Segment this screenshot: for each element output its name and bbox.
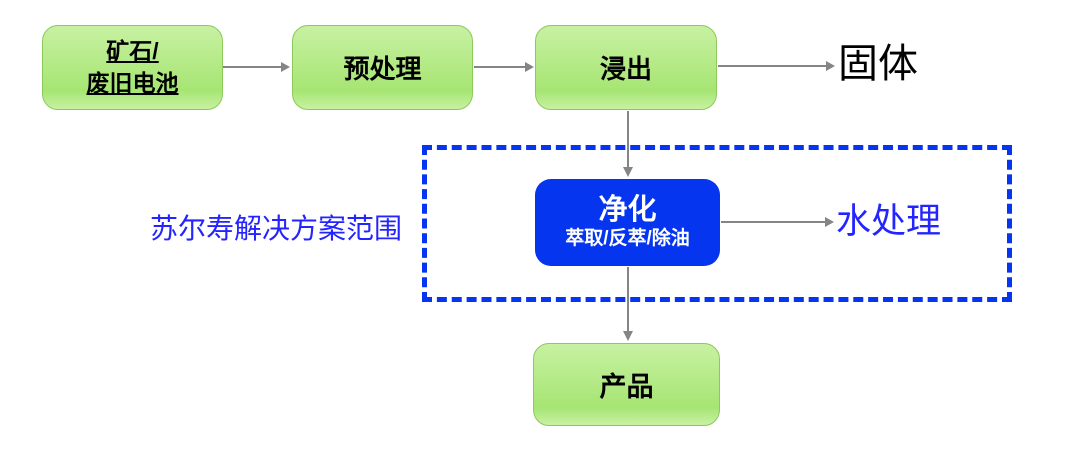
node-product-label: 产品 [599,372,654,402]
solution-scope-label: 苏尔寿解决方案范围 [150,213,403,244]
arrow-purification-to-product [623,267,633,341]
arrow-pretreatment-to-leaching [474,62,534,72]
node-leaching: 浸出 [535,25,717,110]
node-pretreatment: 预处理 [292,25,473,110]
arrow-leaching-to-purification [623,111,633,177]
node-leaching-label: 浸出 [599,54,652,84]
node-source-label-line1: 矿石/ [106,38,159,65]
node-pretreatment-label: 预处理 [343,54,422,84]
node-ore-waste-batteries: 矿石/ 废旧电池 [42,25,223,110]
node-purification-subtitle: 萃取/反萃/除油 [565,227,690,249]
arrow-source-to-pretreatment [223,62,290,72]
solution-scope-dashed-rect [422,145,1012,302]
water-treatment-output-label: 水处理 [836,202,942,241]
arrow-purification-to-water-treatment [721,217,834,227]
node-purification: 净化 萃取/反萃/除油 [535,179,720,266]
solid-output-label: 固体 [838,42,918,86]
node-purification-title: 净化 [598,194,657,227]
node-product: 产品 [533,343,720,426]
node-source-label-line2: 废旧电池 [86,69,179,96]
arrow-leaching-to-solid [718,61,835,71]
